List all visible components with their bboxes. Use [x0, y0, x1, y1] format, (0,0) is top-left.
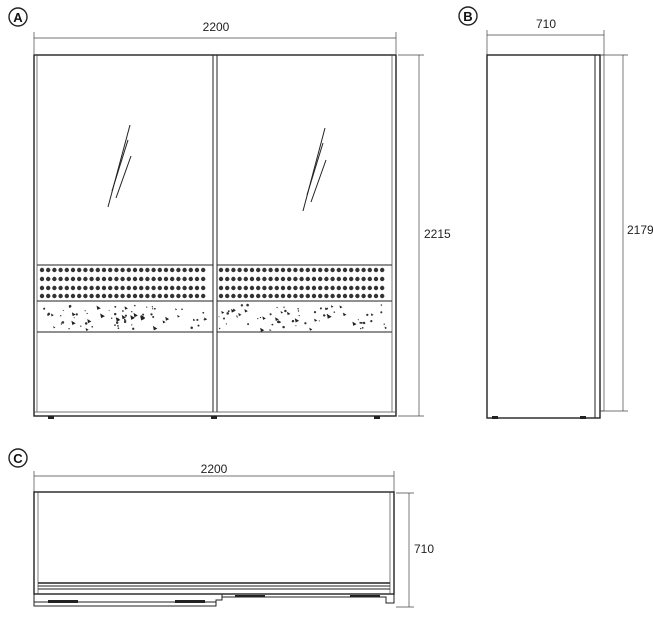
- view-c-width-label: 2200: [201, 462, 228, 476]
- view-a-front: A 2200 2215: [8, 7, 451, 419]
- view-c-badge-label: C: [13, 451, 23, 466]
- view-c-cabinet-outline: [33, 491, 395, 595]
- view-c-top: C 2200 710: [8, 448, 434, 608]
- view-b-cabinet-outline: [486, 54, 601, 419]
- view-c-depth-dimension: 710: [396, 492, 434, 608]
- view-a-mirror-right: [302, 127, 327, 212]
- view-a-width-label: 2200: [203, 20, 230, 34]
- view-c-width-dimension: 2200: [33, 462, 395, 493]
- view-a-mirror-left: [107, 124, 132, 208]
- view-a-cabinet-outline: [33, 54, 397, 417]
- view-a-terrazzo-pattern: [43, 303, 388, 332]
- view-b-width-dimension: 710: [486, 17, 605, 55]
- view-b-side: B 710 2179: [458, 6, 653, 419]
- view-b-height-dimension: 2179: [600, 54, 653, 412]
- view-c-depth-label: 710: [414, 542, 434, 556]
- view-a-dot-pattern: [39, 267, 385, 299]
- view-b-badge-label: B: [463, 9, 472, 24]
- view-b-width-label: 710: [536, 17, 556, 31]
- view-a-badge: A: [8, 7, 28, 27]
- view-b-badge: B: [458, 6, 478, 26]
- view-c-badge: C: [8, 448, 28, 468]
- view-a-height-dimension: 2215: [398, 54, 451, 417]
- view-b-height-label: 2179: [627, 223, 653, 237]
- view-a-badge-label: A: [13, 10, 23, 25]
- view-a-height-label: 2215: [424, 227, 451, 241]
- view-a-width-dimension: 2200: [33, 20, 397, 54]
